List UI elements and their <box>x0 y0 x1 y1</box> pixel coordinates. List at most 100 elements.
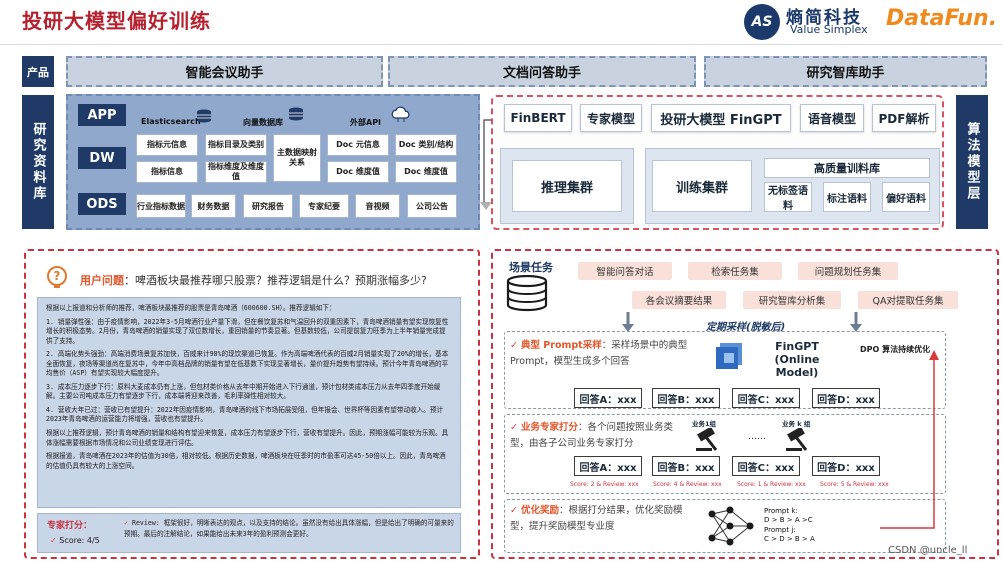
prompt-j-ranking: C > D > B > A <box>764 535 815 544</box>
review-text: Review: 框架很好，明晰表达的观点，以及支持的结论。虽然没有给出具体涨幅，… <box>124 519 454 538</box>
scenario-tasks-title: 场景任务 <box>509 261 553 274</box>
training-cluster: 训练集群 <box>652 160 752 212</box>
dw-cell-indicator-catalog: 指标目录及类别 <box>205 134 267 156</box>
corpus-preference: 偏好语料 <box>882 182 930 212</box>
user-question-label: 用户问题 <box>80 274 124 287</box>
reward-desc: ✓ 优化奖励：根据打分结果，优化奖励模型，提升奖励模型专业度 <box>510 503 690 535</box>
layer-product-label: 产品 <box>22 56 54 87</box>
product-research-assistant: 研究智库助手 <box>704 56 987 87</box>
check-icon: ✓ <box>510 340 518 351</box>
dw-cell-indicator-dimension: 指标维度及维度值 <box>205 161 267 183</box>
user-question-text: ：啤酒板块最推荐哪只股票？推荐逻辑是什么？预期涨幅多少? <box>124 274 427 287</box>
answer-paragraph: 4. 营收大年已过：营收已有望提升：2022年因疫情影响，青岛啤酒的线下市场拓展… <box>46 405 444 424</box>
answer-paragraph: 1. 销量弹性强：由于疫情影响，2022年3-5月啤酒行业产量下滑，但在餐饮复苏… <box>46 317 449 345</box>
group-dots: …… <box>748 432 766 442</box>
csdn-watermark: CSDN @uncle_ll <box>888 545 968 556</box>
reward-label: 优化奖励 <box>521 505 560 516</box>
neural-network-icon <box>708 506 754 546</box>
feedback-arrow <box>880 350 939 529</box>
elasticsearch-label: Elasticsearch <box>141 117 201 126</box>
corpus-title: 高质量训料库 <box>764 158 930 178</box>
scored-answer-d: 回答D：xxx <box>812 456 880 476</box>
vector-db-label: 向量数据库 <box>243 118 283 127</box>
typical-answer-b: 回答B：xxx <box>652 388 720 408</box>
fingpt-cube-icon <box>716 343 742 369</box>
ods-cell-expert-notes: 专家纪要 <box>299 194 349 218</box>
typical-answer-d: 回答D：xxx <box>812 388 880 408</box>
expert-scoring-label: 业务专家打分 <box>521 422 579 433</box>
ods-cell-company-announcements: 公司公告 <box>407 194 457 218</box>
fingpt-online-label: (Online Model) <box>774 353 820 379</box>
sampling-arrows <box>622 312 862 332</box>
expert-score-value: ✓ Score: 4/5 <box>50 536 100 545</box>
task-retrieval: 检索任务集 <box>688 262 782 280</box>
check-icon: ✓ <box>510 422 518 433</box>
gavel-icon <box>696 428 718 451</box>
header-divider <box>0 44 1002 45</box>
periodic-sampling-label: 定期采样(脱敏后) <box>706 322 786 333</box>
database-icon <box>197 109 211 123</box>
dw-cell-indicator-meta: 指标元信息 <box>136 134 198 156</box>
reward-rankings: Prompt k: D > B > A >C Prompt j: C > D >… <box>764 507 815 545</box>
answer-document: 根据以上报道和分析师的推荐，啤酒板块最推荐的股票是青岛啤酒（600600.SH）… <box>37 297 461 508</box>
score-review-a: Score: 2 & Review: xxx <box>570 481 639 488</box>
fingpt-name: FinGPT <box>775 340 819 353</box>
typical-prompt-section <box>504 331 946 409</box>
page-title: 投研大模型偏好训练 <box>22 9 211 33</box>
scored-answer-c: 回答C：xxx <box>732 456 800 476</box>
dw-cell-doc-meta: Doc 元信息 <box>327 134 389 156</box>
layer-research-db-label: 研究资料库 <box>22 95 54 229</box>
expert-score-box <box>37 513 461 553</box>
task-question-planning: 问题规划任务集 <box>798 262 898 280</box>
ods-cell-industry-data: 行业指标数据 <box>136 194 186 218</box>
dw-layer-tag: DW <box>78 147 126 169</box>
typical-answer-c: 回答C：xxx <box>732 388 800 408</box>
answer-paragraph: 根据以上报道和分析师的推荐，啤酒板块最推荐的股票是青岛啤酒（600600.SH）… <box>46 304 336 312</box>
scored-answer-b: 回答B：xxx <box>652 456 720 476</box>
ods-cell-audio-video: 音视频 <box>355 194 400 218</box>
typical-prompt-text: ：采样场景中的典型 Prompt，模型生成多个回答 <box>510 340 688 368</box>
corpus-unlabeled: 无标签语料 <box>764 182 812 212</box>
model-finbert: FinBERT <box>504 104 572 132</box>
answer-paragraph: 3. 成本压力逐步下行：原料大麦成本仍有上涨，但包材类价格从去年中期开始进入下行… <box>46 382 441 401</box>
business-group-k: 业务 k 组 <box>782 420 811 428</box>
expert-score-label: 专家打分： <box>47 521 93 531</box>
task-database-icon <box>506 275 548 312</box>
expert-scoring-desc: ✓ 业务专家打分：各个问题按照业务类型，由各子公司业务专家打分 <box>510 420 690 452</box>
prompt-k-label: Prompt k: <box>764 507 798 515</box>
product-doc-qa-assistant: 文档问答助手 <box>388 56 696 87</box>
logo-cn-text: 熵简科技 <box>786 8 862 28</box>
task-research-analysis: 研究智库分析集 <box>743 291 841 309</box>
score-review-b: Score: 4 & Review: xxx <box>653 481 722 488</box>
vector-database-icon <box>289 107 303 121</box>
reward-section <box>504 499 946 553</box>
external-api-label: 外部API <box>350 118 382 127</box>
model-expert: 专家模型 <box>580 104 642 132</box>
logo-en-text: Value Simplex <box>790 23 868 36</box>
model-fingpt: 投研大模型 FinGPT <box>651 104 791 132</box>
prompt-k-ranking: D > B > A >C <box>764 516 813 525</box>
prompt-j-label: Prompt j: <box>764 525 796 534</box>
dw-cell-indicator-info: 指标信息 <box>136 161 198 183</box>
dw-cell-master-mapping: 主数据映射关系 <box>273 134 321 182</box>
gavel-icon <box>786 428 808 451</box>
check-icon: ✓ <box>50 536 57 545</box>
task-smart-qa: 智能问答对话 <box>578 262 672 280</box>
typical-prompt-desc: ✓ 典型 Prompt采样：采样场景中的典型 Prompt，模型生成多个回答 <box>510 338 688 370</box>
expert-scoring-section <box>504 414 946 494</box>
score-review-d: Score: 5 & Review: xxx <box>820 481 889 488</box>
product-meeting-assistant: 智能会议助手 <box>66 56 383 87</box>
fingpt-online-model: FinGPT (Online Model) <box>752 340 842 379</box>
score-review-c: Score: 1 & Review: xxx <box>737 481 806 488</box>
app-layer-tag: APP <box>78 104 126 126</box>
typical-prompt-label: 典型 Prompt采样 <box>521 340 602 351</box>
value-simplex-logo: AS <box>744 4 780 40</box>
model-pdf-parse: PDF解析 <box>872 104 936 132</box>
dw-cell-doc-dimension: Doc 维度值 <box>327 161 389 183</box>
dpo-label: DPO 算法持续优化 <box>860 345 931 354</box>
ods-layer-tag: ODS <box>78 193 126 215</box>
ods-cell-financial-data: 财务数据 <box>191 194 236 218</box>
user-question: 用户问题：啤酒板块最推荐哪只股票？推荐逻辑是什么？预期涨幅多少? <box>80 272 427 288</box>
answer-paragraph: 根据以上推荐逻辑，预计青岛啤酒的销量和结构有望迎来恢复，成本压力有望逐步下行，营… <box>46 429 449 447</box>
answer-paragraph: 2. 高端化势头强劲：高端消费场景复苏加快，百威来计98%的现饮渠道已恢复。作为… <box>46 350 449 378</box>
